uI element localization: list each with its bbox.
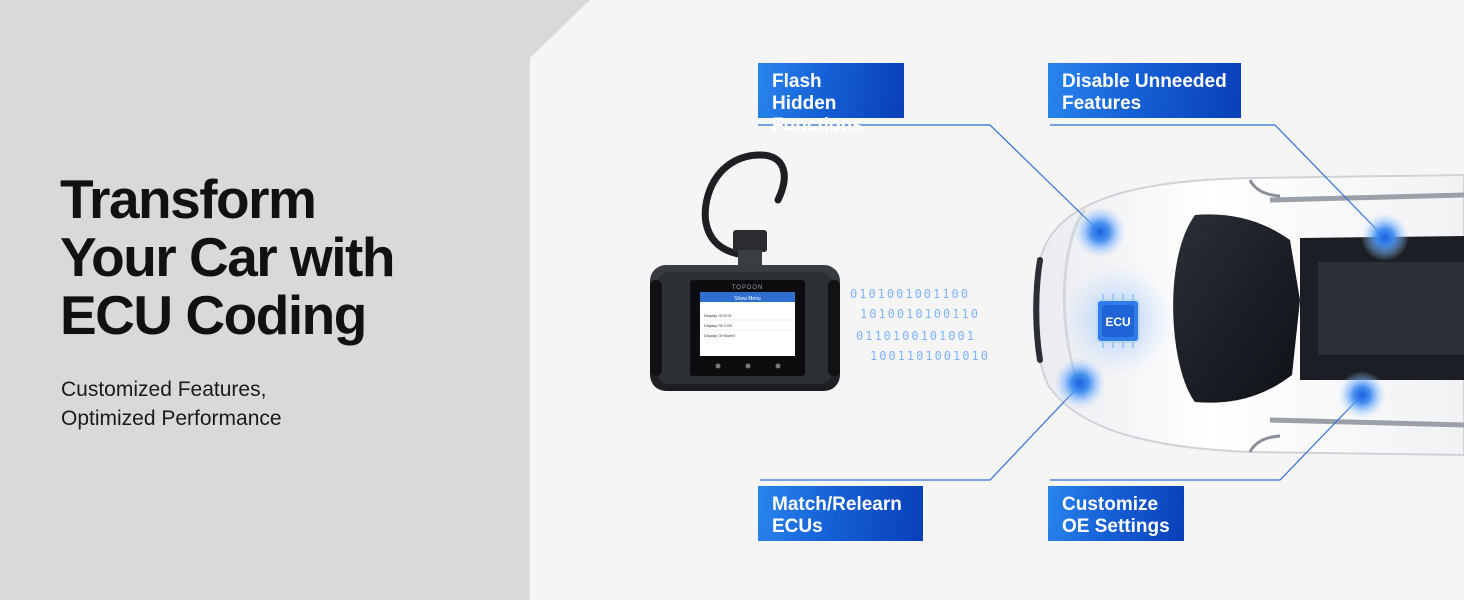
- ecu-chip: ECU: [1063, 265, 1173, 375]
- callout-flash-hidden-line-1: Flash Hidden: [772, 71, 837, 114]
- ecu-chip-label: ECU: [1105, 315, 1130, 329]
- device-menu-item-1: Display Of ECK: [704, 313, 732, 318]
- device-brand: TOPDON: [732, 285, 764, 291]
- headline-line-2: Your Car with: [60, 226, 395, 288]
- headline-line-1: Transform: [60, 168, 317, 230]
- callout-flash-hidden-functions: Flash Hidden Functions: [758, 63, 904, 136]
- left-panel-background: [0, 0, 620, 600]
- connector-match-relearn: [760, 384, 1081, 481]
- hotspot-match-relearn: [1054, 357, 1106, 409]
- subheadline-line-2: Optimized Performance: [61, 407, 282, 430]
- binary-row-4: 1001101001010: [870, 349, 990, 363]
- hotspot-disable-unneeded: [1361, 213, 1409, 261]
- device-menu-item-3: Display Of MoeM: [704, 333, 735, 338]
- subheadline-line-1: Customized Features,: [61, 378, 267, 401]
- headline: Transform Your Car with ECU Coding: [60, 170, 480, 344]
- callout-customize-oe-line-2: OE Settings: [1062, 516, 1170, 537]
- headline-line-3: ECU Coding: [60, 284, 367, 346]
- callout-match-relearn-ecus: Match/Relearn ECUs: [758, 486, 923, 541]
- binary-row-1: 0101001001100: [850, 287, 970, 301]
- callout-customize-oe-line-1: Customize: [1062, 494, 1159, 515]
- connector-disable-unneeded: [1050, 124, 1383, 236]
- subheadline: Customized Features, Optimized Performan…: [61, 375, 282, 433]
- hotspot-customize-oe: [1338, 371, 1386, 419]
- callout-disable-unneeded-features: Disable Unneeded Features: [1048, 63, 1241, 118]
- connector-lines: [758, 124, 1383, 481]
- device-screen-title: Show Menu: [734, 296, 761, 302]
- callout-customize-oe-settings: Customize OE Settings: [1048, 486, 1184, 541]
- callout-disable-unneeded-line-1: Disable Unneeded: [1062, 71, 1227, 92]
- binary-row-3: 0110100101001: [856, 329, 976, 343]
- connector-customize-oe: [1050, 394, 1363, 481]
- diagnostic-scanner: Show Menu Display Of ECK Display Of CVN …: [650, 151, 840, 391]
- binary-stream: 0101001001100 1010010100110 011010010100…: [850, 287, 990, 363]
- hotspot-flash-hidden: [1074, 206, 1126, 258]
- callout-flash-hidden-line-2: Functions: [772, 115, 863, 136]
- callout-match-relearn-line-2: ECUs: [772, 516, 823, 537]
- callout-match-relearn-line-1: Match/Relearn: [772, 494, 902, 515]
- binary-row-2: 1010010100110: [860, 307, 980, 321]
- device-menu-item-2: Display Of CVN: [704, 323, 732, 328]
- connector-flash-hidden: [758, 124, 1101, 233]
- callout-disable-unneeded-line-2: Features: [1062, 93, 1142, 114]
